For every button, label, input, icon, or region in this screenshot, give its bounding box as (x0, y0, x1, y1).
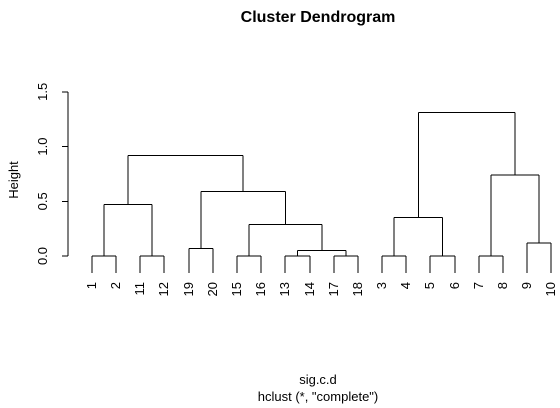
y-tick-label: 1.0 (35, 138, 50, 156)
leaf-label: 19 (181, 282, 196, 296)
leaf-label: 6 (447, 282, 462, 289)
leaf-label: 20 (205, 282, 220, 296)
leaf-label: 2 (108, 282, 123, 289)
leaf-label: 16 (253, 282, 268, 296)
y-tick-label: 1.5 (35, 83, 50, 101)
chart-subtitle: hclust (*, "complete") (258, 389, 379, 404)
chart-title: Cluster Dendrogram (241, 9, 396, 26)
leaf-label: 4 (398, 282, 413, 289)
leaf-label: 17 (326, 282, 341, 296)
leaf-label: 15 (229, 282, 244, 296)
leaf-label: 3 (374, 282, 389, 289)
leaf-label: 14 (302, 282, 317, 296)
leaf-label: 12 (156, 282, 171, 296)
leaf-label: 13 (277, 282, 292, 296)
leaf-label: 8 (495, 282, 510, 289)
y-axis-label: Height (6, 161, 21, 199)
y-tick-label: 0.5 (35, 192, 50, 210)
x-axis-label: sig.c.d (299, 372, 337, 387)
leaf-label: 18 (350, 282, 365, 296)
y-tick-label: 0.0 (35, 247, 50, 265)
leaf-label: 1 (84, 282, 99, 289)
leaf-label: 5 (422, 282, 437, 289)
leaf-label: 7 (471, 282, 486, 289)
leaf-label: 9 (519, 282, 534, 289)
leaf-label: 11 (132, 282, 147, 296)
leaf-label: 10 (543, 282, 558, 296)
